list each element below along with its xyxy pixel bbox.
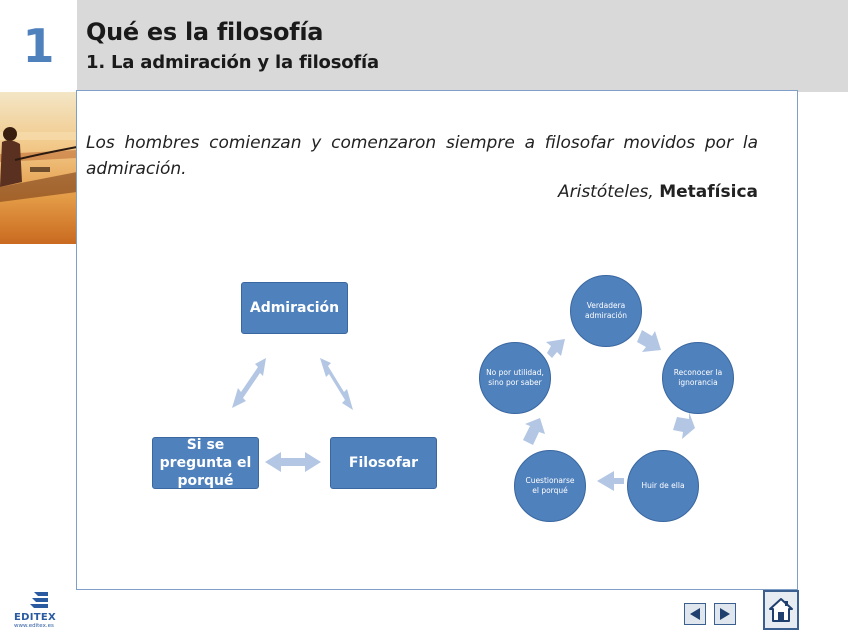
triangle-right-icon (720, 608, 730, 620)
chapter-number: 1 (0, 0, 77, 92)
quote-work: Metafísica (659, 182, 758, 202)
box-si-se-pregunta: Si se pregunta el porqué (152, 437, 259, 489)
cycle-arrow-3 (597, 471, 624, 491)
cycle-node-huir: Huir de ella (627, 450, 699, 522)
home-button[interactable] (763, 590, 799, 630)
house-icon (769, 598, 793, 622)
box-admiracion: Admiración (241, 282, 348, 334)
cycle-arrow-2 (673, 412, 695, 439)
cycle-node-reconocer-ignorancia: Reconocer la ignorancia (662, 342, 734, 414)
quote-author: Aristóteles, (557, 182, 654, 202)
editex-logo-text: EDITEX (14, 612, 57, 623)
editex-url: www.editex.es (14, 623, 54, 629)
next-button[interactable] (714, 603, 736, 625)
box-filosofar: Filosofar (330, 437, 437, 489)
cycle-arrow-4 (523, 418, 545, 445)
cycle-arrow-1 (637, 330, 661, 352)
cycle-arrows (523, 330, 695, 491)
quote-text: Los hombres comienzan y comenzaron siemp… (86, 133, 758, 179)
arrow-right-diagonal (320, 358, 353, 410)
decorative-photo (0, 92, 77, 244)
arrow-left-diagonal (232, 358, 266, 408)
quote-attribution: Aristóteles, Metafísica (558, 182, 758, 202)
triangle-left-icon (690, 608, 700, 620)
cycle-node-cuestionarse: Cuestionarse el porqué (514, 450, 586, 522)
cycle-node-verdadera-admiracion: Verdadera admiración (570, 275, 642, 347)
header-bar (0, 0, 848, 92)
cycle-node-no-por-utilidad: No por utilidad, sino por saber (479, 342, 551, 414)
cycle-arrow-5 (546, 339, 565, 358)
prev-button[interactable] (684, 603, 706, 625)
page-subtitle: 1. La admiración y la filosofía (86, 52, 379, 73)
editex-logo-icon (30, 592, 48, 608)
triangle-arrows (232, 358, 353, 472)
arrow-bottom-horizontal (265, 452, 321, 472)
page-title: Qué es la filosofía (86, 18, 324, 46)
